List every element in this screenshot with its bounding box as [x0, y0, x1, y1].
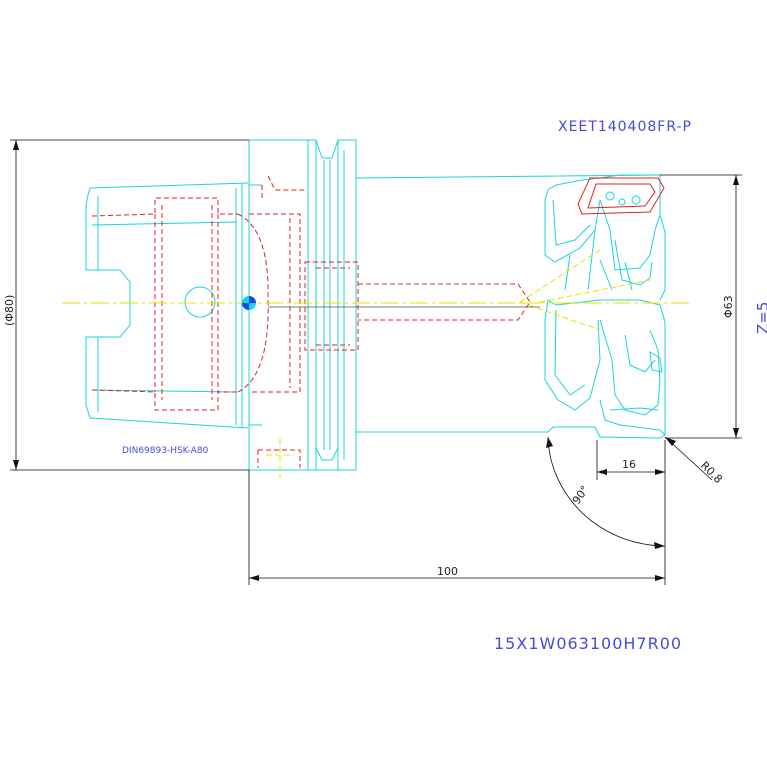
cutter-diameter-dim: Φ63	[722, 295, 735, 318]
teeth-count-label: Z=5	[754, 302, 767, 334]
cutting-depth-dim: 16	[622, 458, 636, 471]
interface-label: DIN69893-HSK-A80	[122, 446, 209, 456]
center-marker	[242, 296, 256, 310]
hidden-lines	[91, 175, 531, 468]
overall-length-dim: 100	[437, 565, 458, 578]
insert-bolt-icon	[605, 191, 641, 206]
insert-code-label: XEET140408FR-P	[558, 119, 692, 135]
part-number-label: 15X1W063100H7R00	[494, 634, 682, 653]
dimension-lines	[10, 139, 742, 585]
dimension-arrows	[13, 140, 739, 581]
tool-outline	[85, 139, 666, 471]
insert-highlight	[577, 177, 665, 215]
corner-radius-dim: R0.8	[698, 459, 725, 486]
center-lines	[62, 249, 690, 478]
shank-diameter-dim: (Φ80)	[3, 295, 16, 326]
